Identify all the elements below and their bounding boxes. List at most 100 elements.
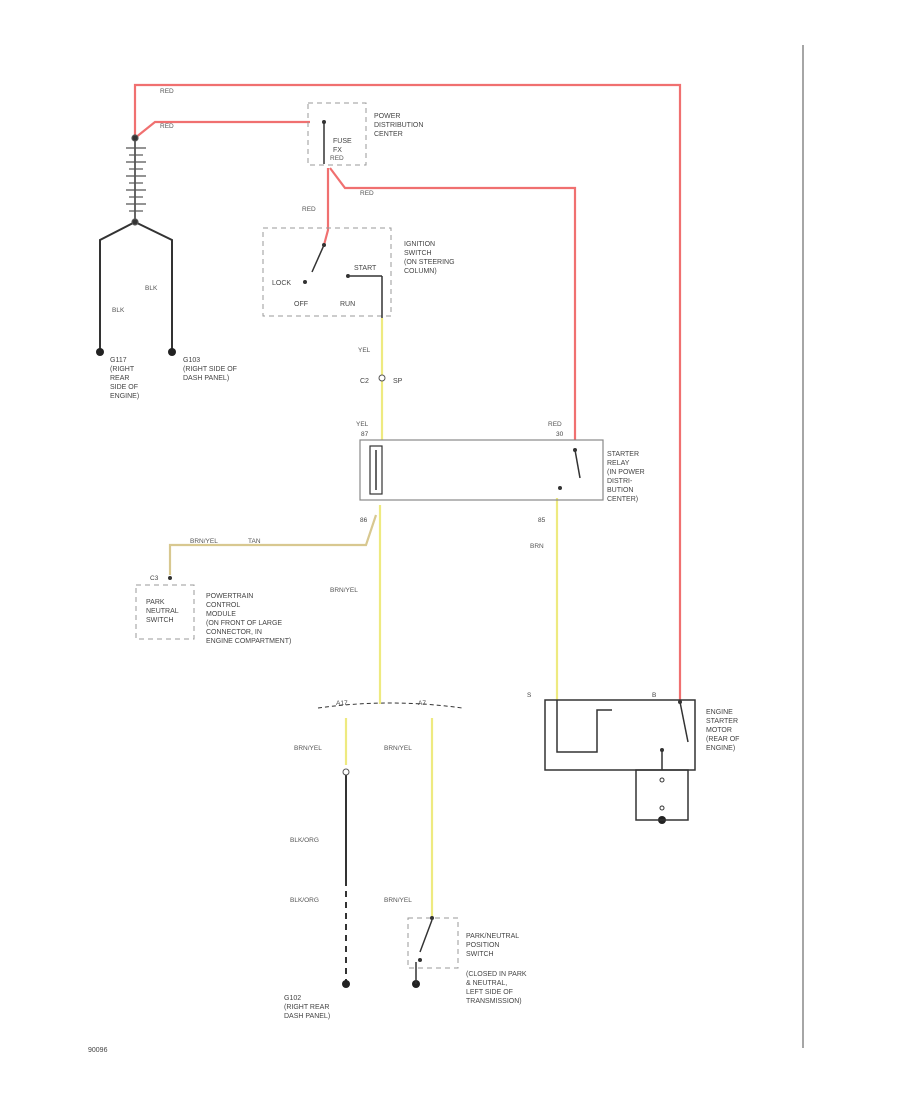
g103-line-1: G103 <box>183 357 200 364</box>
g117-line-1: G117 <box>110 357 127 364</box>
starter-motor: S B ENGINE STARTER MOTOR (REAR OF ENGINE… <box>527 692 739 821</box>
connector-a7-label: A7 <box>418 700 426 707</box>
wire-label-red-to-relay: RED <box>360 190 374 197</box>
ignition-title-1: IGNITION <box>404 241 435 248</box>
wire-label-blk-right: BLK <box>145 285 158 292</box>
relay-title-1: STARTER <box>607 451 639 458</box>
ignition-title-2: SWITCH <box>404 250 432 257</box>
tnp-note-4: TRANSMISSION) <box>466 998 522 1005</box>
black-wires <box>99 221 347 982</box>
connector-c2-label: C2 <box>360 378 369 385</box>
tnp-note-2: & NEUTRAL, <box>466 980 507 987</box>
relay-title-6: CENTER) <box>607 496 638 503</box>
pcm-label-6: ENGINE COMPARTMENT) <box>206 638 291 645</box>
pnp-pin-label: C3 <box>150 575 159 582</box>
ground-labels: G117 (RIGHT REAR SIDE OF ENGINE) G103 (R… <box>110 357 330 1020</box>
motor-title-1: ENGINE <box>706 709 733 716</box>
tnp-title-3: SWITCH <box>466 951 494 958</box>
fuse-label: FUSE <box>333 138 352 145</box>
ground-g102-dot <box>342 980 350 988</box>
pcm-label-1: POWERTRAIN <box>206 593 253 600</box>
wire-label-blk-org-2: BLK/ORG <box>290 897 319 904</box>
ground-g117-dot <box>96 348 104 356</box>
wire-label-red-top: RED <box>160 88 174 95</box>
battery-symbol <box>126 134 146 226</box>
splice-sp-label: SP <box>393 378 403 385</box>
red-wires <box>133 83 682 700</box>
ignition-title-3: (ON STEERING <box>404 259 455 266</box>
red-wire-pdc-to-ignition <box>322 168 330 246</box>
ignition-switch: LOCK START OFF RUN IGNITION SWITCH (ON S… <box>262 227 455 318</box>
blk-wire-battery-right <box>134 221 173 350</box>
relay-pin-30-label: 30 <box>556 431 564 438</box>
wire-label-brn-yel-mid: BRN/YEL <box>330 587 358 594</box>
pnp-label-3: SWITCH <box>146 617 174 624</box>
ground-g103-dot <box>168 348 176 356</box>
pdc-label-1: POWER <box>374 113 400 120</box>
wire-label-brn-yel-right: BRN/YEL <box>384 745 412 752</box>
wire-label-yel-ign: YEL <box>358 347 371 354</box>
motor-pin-b-label: B <box>652 692 656 699</box>
red-wire-battery-to-starter <box>133 83 682 700</box>
wire-label-red-relay: RED <box>548 421 562 428</box>
diagram-id: 90096 <box>88 1047 108 1054</box>
g102-line-1: G102 <box>284 995 301 1002</box>
pcm-label-2: CONTROL <box>206 602 240 609</box>
wire-label-blk-left: BLK <box>112 307 125 314</box>
blk-wire-battery-left <box>99 221 136 350</box>
pdc-label-3: CENTER <box>374 131 403 138</box>
motor-pin-s-label: S <box>527 692 532 699</box>
power-distribution-center: FUSE FX POWER DISTRIBUTION CENTER <box>307 102 423 166</box>
wire-label-yel-relay: YEL <box>356 421 369 428</box>
g117-line-4: SIDE OF <box>110 384 138 391</box>
g102-line-2: (RIGHT REAR <box>284 1004 329 1011</box>
pcm-label-5: CONNECTOR, IN <box>206 629 262 636</box>
relay-title-4: DISTRI- <box>607 478 633 485</box>
connector-a17-label: A17 <box>336 700 348 707</box>
wire-label-red-to-ign: RED <box>302 206 316 213</box>
relay-title-3: (IN POWER <box>607 469 645 476</box>
tnp-note-3: LEFT SIDE OF <box>466 989 513 996</box>
tnp-note-1: (CLOSED IN PARK <box>466 971 527 978</box>
park-neutral-position-switch: PARK/NEUTRAL POSITION SWITCH (CLOSED IN … <box>407 916 527 1005</box>
brn-yel-wire-to-pnp-switch <box>168 514 378 575</box>
connector-a: A17 A7 <box>317 680 463 709</box>
tnp-title-2: POSITION <box>466 942 499 949</box>
g103-line-2: (RIGHT SIDE OF <box>183 366 237 373</box>
pnp-label-1: PARK <box>146 599 165 606</box>
wire-labels: RED RED RED RED RED BLK BLK YEL YEL RED … <box>112 88 562 904</box>
tnp-title-1: PARK/NEUTRAL <box>466 933 519 940</box>
relay-pin-85-label: 85 <box>538 517 546 524</box>
splice-point <box>378 374 386 382</box>
relay-pin-87-label: 87 <box>361 431 369 438</box>
relay-title-5: BUTION <box>607 487 633 494</box>
relay-title-2: RELAY <box>607 460 630 467</box>
ignition-title-4: COLUMN) <box>404 268 437 275</box>
g117-line-2: (RIGHT <box>110 366 135 373</box>
wire-label-brn-yel-pnp: BRN/YEL <box>190 538 218 545</box>
motor-title-3: MOTOR <box>706 727 732 734</box>
red-wire-battery-to-pdc <box>134 120 310 139</box>
ignition-run-label: RUN <box>340 301 355 308</box>
ignition-lock-label: LOCK <box>272 280 291 287</box>
pcm-label-4: (ON FRONT OF LARGE <box>206 620 282 627</box>
starter-relay: 87 30 86 85 STARTER RELAY (IN POWER DIST… <box>359 431 645 524</box>
wire-label-red-battery: RED <box>160 123 174 130</box>
motor-title-5: ENGINE) <box>706 745 735 752</box>
wire-label-red-fuse-out: RED <box>330 155 344 162</box>
motor-title-2: STARTER <box>706 718 738 725</box>
g102-line-3: DASH PANEL) <box>284 1013 330 1020</box>
pcm-label-3: MODULE <box>206 611 236 618</box>
pnp-label-2: NEUTRAL <box>146 608 179 615</box>
connector-circle <box>342 768 350 776</box>
ignition-off-label: OFF <box>294 301 308 308</box>
fuse-number: FX <box>333 147 342 154</box>
wire-label-brn-relay: BRN <box>530 543 544 550</box>
g117-line-5: ENGINE) <box>110 393 139 400</box>
wire-label-brn-yel-left: BRN/YEL <box>294 745 322 752</box>
red-wire-pdc-to-starter-relay <box>329 167 577 440</box>
yellow-wires <box>168 318 559 918</box>
wire-label-brn-yel-tnp: BRN/YEL <box>384 897 412 904</box>
ignition-start-label: START <box>354 265 377 272</box>
